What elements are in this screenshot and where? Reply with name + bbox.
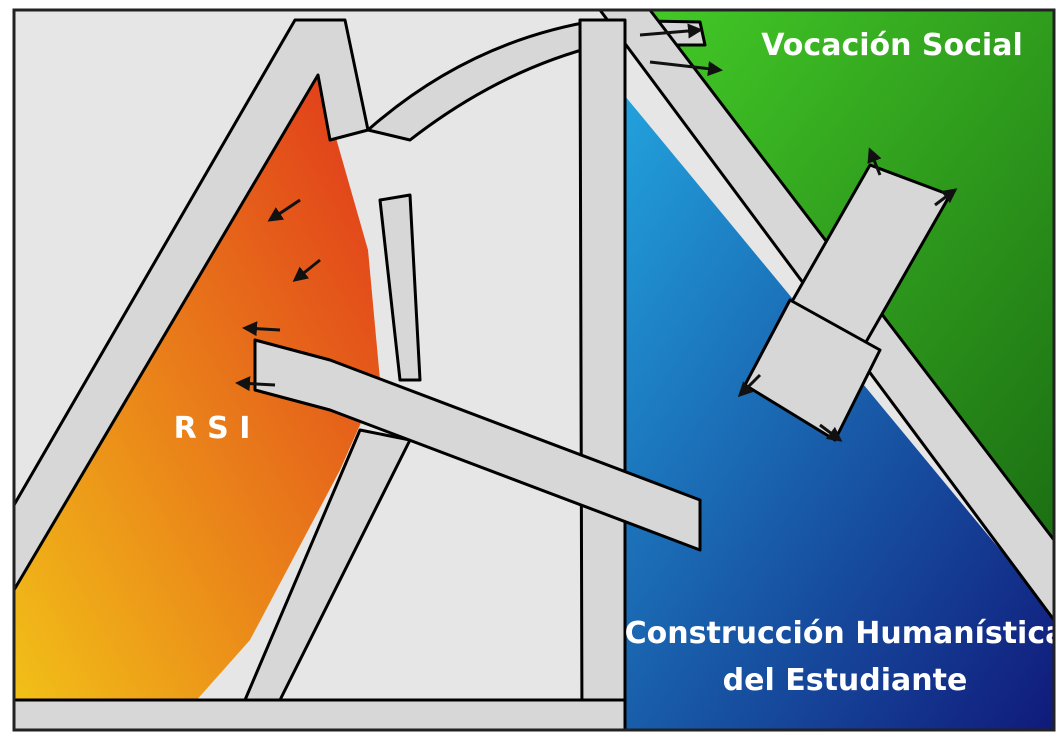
arrow-rsi-3 <box>242 321 281 337</box>
outer-frame <box>12 8 1056 732</box>
label-rsi: R S I <box>174 411 251 446</box>
label-construccion-line1: Construcción Humanística <box>625 616 1064 651</box>
center-vertical-band <box>578 18 627 732</box>
arrow-x-2 <box>934 188 958 207</box>
label-vocacion-social: Vocación Social <box>761 28 1023 63</box>
arrows-group <box>235 23 958 442</box>
arrow-rsi-4 <box>235 376 276 392</box>
bottom-band <box>12 698 627 732</box>
label-construccion-line2: del Estudiante <box>723 663 968 698</box>
arrow-rsi-2 <box>292 258 321 282</box>
a-left-leg <box>12 18 370 592</box>
arrow-x-4 <box>819 423 843 442</box>
arrow-x-1 <box>867 147 882 176</box>
arrow-top-2 <box>649 60 723 77</box>
arrow-x-3 <box>737 373 762 398</box>
arrow-top-1 <box>639 23 703 39</box>
cross-band <box>253 338 702 552</box>
inner-left-diagonal <box>378 193 422 382</box>
rsi-region <box>14 75 380 730</box>
x-cross-band-b <box>743 298 882 442</box>
vocacion-social-region <box>600 10 1054 590</box>
arrow-rsi-1 <box>267 198 301 222</box>
